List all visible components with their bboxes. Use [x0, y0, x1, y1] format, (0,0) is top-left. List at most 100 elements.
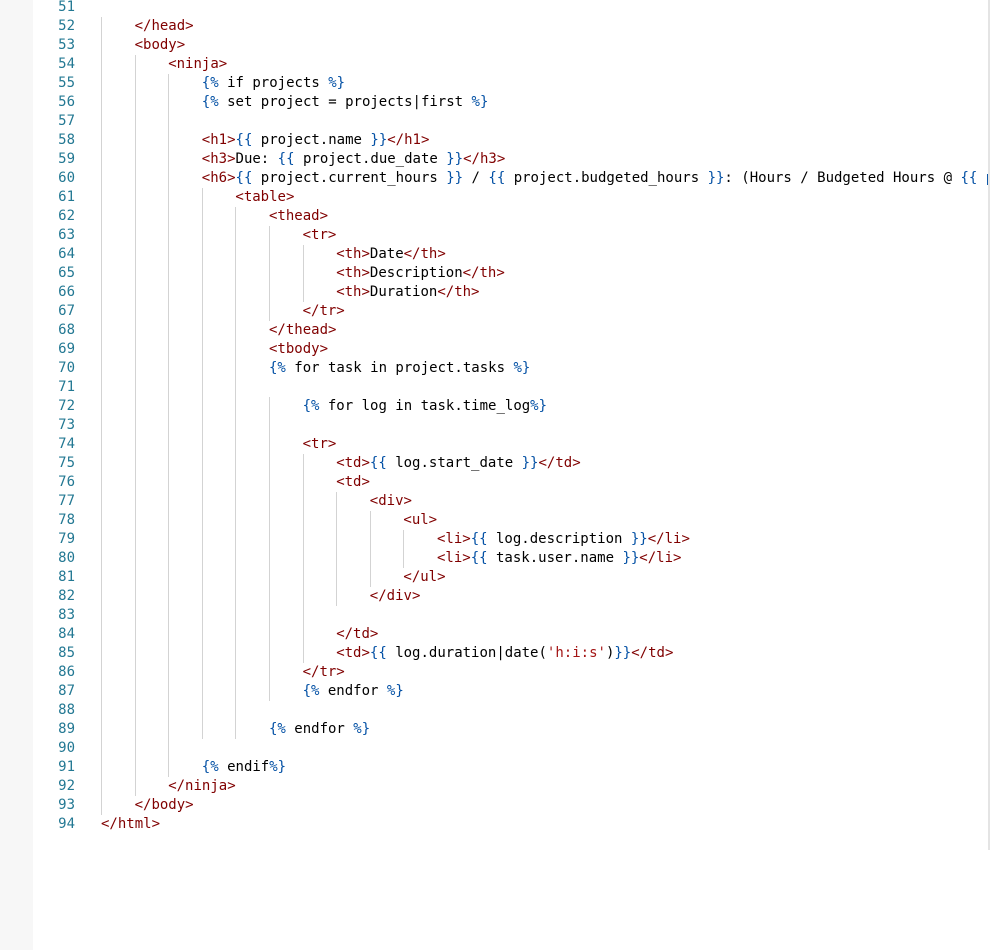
code-line[interactable]: 71 [33, 378, 990, 397]
code-line[interactable]: 86</tr> [33, 663, 990, 682]
code-line[interactable]: 51 [33, 0, 990, 17]
code-text[interactable]: <div> [370, 492, 412, 511]
code-text[interactable]: </thead> [269, 321, 336, 340]
code-text[interactable]: <th>Description</th> [336, 264, 505, 283]
code-text[interactable]: <li>{{ log.description }}</li> [437, 530, 690, 549]
code-token: }} [446, 170, 464, 186]
code-text[interactable]: </tr> [303, 663, 345, 682]
line-number: 60 [58, 170, 75, 186]
code-text[interactable]: <ninja> [168, 55, 227, 74]
code-text[interactable]: </td> [336, 625, 378, 644]
code-line[interactable]: 70{% for task in project.tasks %} [33, 359, 990, 378]
line-number: 53 [58, 37, 75, 53]
code-line[interactable]: 53 <body> [33, 36, 990, 55]
code-line[interactable]: 75<td>{{ log.start_date }}</td> [33, 454, 990, 473]
code-token: <table> [235, 189, 295, 205]
indent-guide [269, 397, 270, 701]
code-line[interactable]: 77<div> [33, 492, 990, 511]
code-text[interactable]: </ul> [403, 568, 445, 587]
code-line[interactable]: 55{% if projects %} [33, 74, 990, 93]
code-line[interactable]: 60 <h6>{{ project.current_hours }} / {{ p… [33, 169, 990, 188]
code-token: {% [302, 398, 320, 414]
code-line[interactable]: 73 [33, 416, 990, 435]
code-text[interactable]: <h3>Due: {{ project.due_date }}</h3> [202, 150, 505, 169]
code-line[interactable]: 69<tbody> [33, 340, 990, 359]
code-line[interactable]: 58<h1>{{ project.name }}</h1> [33, 131, 990, 150]
code-text[interactable]: </html> [101, 815, 160, 834]
code-line[interactable]: 56{% set project = projects|first %} [33, 93, 990, 112]
code-line[interactable]: 94</html> [33, 815, 990, 834]
code-text[interactable]: {% endfor %} [303, 682, 404, 701]
code-line[interactable]: 65<th>Description</th> [33, 264, 990, 283]
code-text[interactable]: <h1>{{ project.name }}</h1> [202, 131, 430, 150]
code-text[interactable]: {% if projects %} [202, 74, 345, 93]
code-line[interactable]: 78<ul> [33, 511, 990, 530]
code-token: <div> [369, 493, 412, 509]
code-token: <ninja> [168, 56, 228, 72]
code-line[interactable]: 81</ul> [33, 568, 990, 587]
code-line[interactable]: 54<ninja> [33, 55, 990, 74]
code-text[interactable]: </head> [135, 17, 194, 36]
code-text[interactable]: </div> [370, 587, 421, 606]
code-line[interactable]: 64<th>Date</th> [33, 245, 990, 264]
code-text[interactable]: <td>{{ log.duration|date('h:i:s')}}</td> [336, 644, 673, 663]
code-line[interactable]: 57 [33, 112, 990, 131]
code-line[interactable]: 80<li>{{ task.user.name }}</li> [33, 549, 990, 568]
code-text[interactable]: <td> [336, 473, 370, 492]
code-text[interactable]: {% for task in project.tasks %} [269, 359, 530, 378]
code-text[interactable]: <thead> [269, 207, 328, 226]
code-text[interactable]: {% endfor %} [269, 720, 370, 739]
code-text[interactable]: <tbody> [269, 340, 328, 359]
line-number: 76 [58, 474, 75, 490]
code-line[interactable]: 68</thead> [33, 321, 990, 340]
code-text[interactable]: {% endif%} [202, 758, 286, 777]
code-line[interactable]: 72{% for log in task.time_log%} [33, 397, 990, 416]
code-line[interactable]: 91{% endif%} [33, 758, 990, 777]
code-text[interactable]: <h6>{{ project.current_hours }} / {{ pro… [202, 169, 990, 188]
code-token: if projects [218, 75, 329, 91]
code-line[interactable]: 67</tr> [33, 302, 990, 321]
code-text[interactable]: <table> [235, 188, 294, 207]
code-text[interactable]: <ul> [403, 511, 437, 530]
code-token: {{ p [960, 170, 990, 186]
code-token: <ul> [403, 512, 438, 528]
line-number: 79 [58, 531, 75, 547]
code-line[interactable]: 83 [33, 606, 990, 625]
code-line[interactable]: 62<thead> [33, 207, 990, 226]
code-text[interactable]: <td>{{ log.start_date }}</td> [336, 454, 580, 473]
code-text[interactable]: <li>{{ task.user.name }}</li> [437, 549, 681, 568]
code-line[interactable]: 66<th>Duration</th> [33, 283, 990, 302]
code-line[interactable]: 59<h3>Due: {{ project.due_date }}</h3> [33, 150, 990, 169]
code-line[interactable]: 93 </body> [33, 796, 990, 815]
code-line[interactable]: 92</ninja> [33, 777, 990, 796]
line-number: 89 [58, 721, 75, 737]
line-number: 93 [58, 797, 75, 813]
code-text[interactable]: </ninja> [168, 777, 235, 796]
code-token: endif [218, 759, 270, 775]
code-line[interactable]: 79 <li>{{ log.description }}</li> [33, 530, 990, 549]
code-line[interactable]: 63<tr> [33, 226, 990, 245]
code-text[interactable]: <body> [135, 36, 186, 55]
code-text[interactable]: <th>Duration</th> [336, 283, 479, 302]
code-line[interactable]: 90 [33, 739, 990, 758]
code-line[interactable]: 82</div> [33, 587, 990, 606]
line-number: 52 [58, 18, 75, 34]
code-line[interactable]: 76 <td> [33, 473, 990, 492]
code-line[interactable]: 84</td> [33, 625, 990, 644]
code-text[interactable]: {% set project = projects|first %} [202, 93, 489, 112]
code-line[interactable]: 74<tr> [33, 435, 990, 454]
code-line[interactable]: 89 {% endfor %} [33, 720, 990, 739]
code-text[interactable]: </tr> [303, 302, 345, 321]
code-text[interactable]: </body> [135, 796, 194, 815]
indent-guide [134, 55, 136, 796]
code-line[interactable]: 52 </head> [33, 17, 990, 36]
code-text[interactable]: <tr> [303, 435, 337, 454]
code-line[interactable]: 85<td>{{ log.duration|date('h:i:s')}}</t… [33, 644, 990, 663]
code-line[interactable]: 61<table> [33, 188, 990, 207]
code-line[interactable]: 87{% endfor %} [33, 682, 990, 701]
code-text[interactable]: {% for log in task.time_log%} [303, 397, 547, 416]
code-text[interactable]: <th>Date</th> [336, 245, 446, 264]
code-line[interactable]: 88 [33, 701, 990, 720]
code-text[interactable]: <tr> [303, 226, 337, 245]
